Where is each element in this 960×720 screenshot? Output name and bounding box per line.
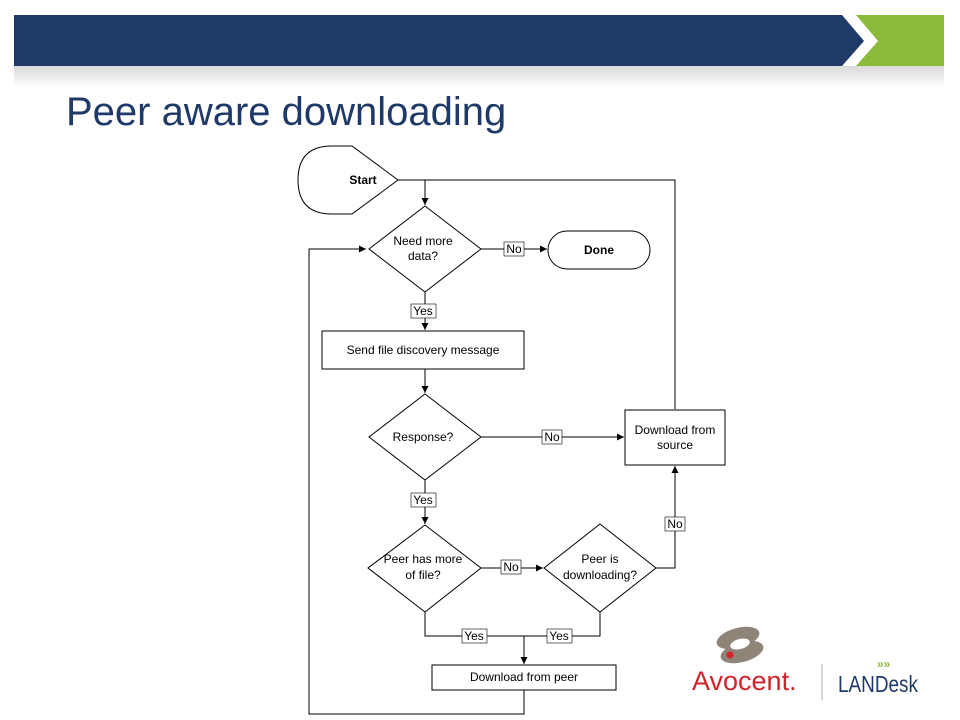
node-response: Response?: [368, 393, 482, 481]
header-shadow: [14, 66, 944, 88]
edge-label-need-no: No: [503, 241, 525, 257]
edge-label-peer-has-yes-text: Yes: [464, 629, 484, 643]
send-discovery-label: Send file discovery message: [347, 343, 500, 357]
need-more-data-line2: data?: [408, 249, 438, 263]
node-send-discovery: Send file discovery message: [321, 330, 525, 370]
edge-label-peer-dl-yes: Yes: [546, 628, 573, 644]
landesk-logo-text: LANDesk: [838, 671, 918, 697]
response-label: Response?: [393, 430, 454, 444]
edge-label-peer-has-no: No: [500, 559, 522, 575]
logo-area: Avocent. »» LANDesk: [692, 626, 918, 700]
edge-label-need-yes-text: Yes: [413, 304, 433, 318]
node-download-peer: Download from peer: [431, 664, 617, 691]
node-download-source: Download from source: [624, 409, 726, 466]
edge-label-peer-has-yes: Yes: [461, 628, 488, 644]
header-navy-bar: [14, 15, 864, 66]
peer-downloading-line1: Peer is: [581, 552, 618, 566]
edge-label-need-yes: Yes: [410, 303, 437, 319]
slide-title: Peer aware downloading: [66, 90, 507, 134]
avocent-logo-mark-icon: [716, 626, 764, 664]
download-source-line2: source: [657, 438, 693, 452]
edge-label-response-yes-text: Yes: [413, 493, 433, 507]
edge-label-response-no-text: No: [544, 430, 560, 444]
edge-label-response-yes: Yes: [410, 492, 437, 508]
header-green-chevron: [856, 15, 944, 66]
avocent-logo-text: Avocent.: [692, 666, 797, 696]
node-start-label: Start: [349, 173, 376, 187]
peer-has-more-line2: of file?: [405, 568, 441, 582]
edge-label-need-no-text: No: [506, 242, 522, 256]
edge-label-peer-has-no-text: No: [503, 560, 519, 574]
edge-label-peer-dl-yes-text: Yes: [549, 629, 569, 643]
node-peer-has-more: Peer has more of file?: [367, 524, 482, 613]
edge-label-peer-dl-no: No: [664, 516, 686, 532]
edge-label-response-no: No: [541, 429, 563, 445]
landesk-chevron-icon: »»: [877, 657, 891, 671]
edge-label-peer-dl-no-text: No: [667, 517, 683, 531]
download-peer-label: Download from peer: [470, 670, 578, 684]
node-need-more-data: Need more data?: [368, 205, 482, 293]
node-peer-downloading: Peer is downloading?: [543, 523, 657, 613]
peer-downloading-line2: downloading?: [563, 568, 637, 582]
node-done-label: Done: [584, 243, 614, 257]
need-more-data-line1: Need more: [393, 234, 453, 248]
node-start: Start: [297, 145, 399, 215]
download-source-line1: Download from: [635, 423, 716, 437]
node-done: Done: [547, 230, 651, 270]
header-band: [14, 15, 944, 88]
peer-has-more-line1: Peer has more: [384, 552, 463, 566]
